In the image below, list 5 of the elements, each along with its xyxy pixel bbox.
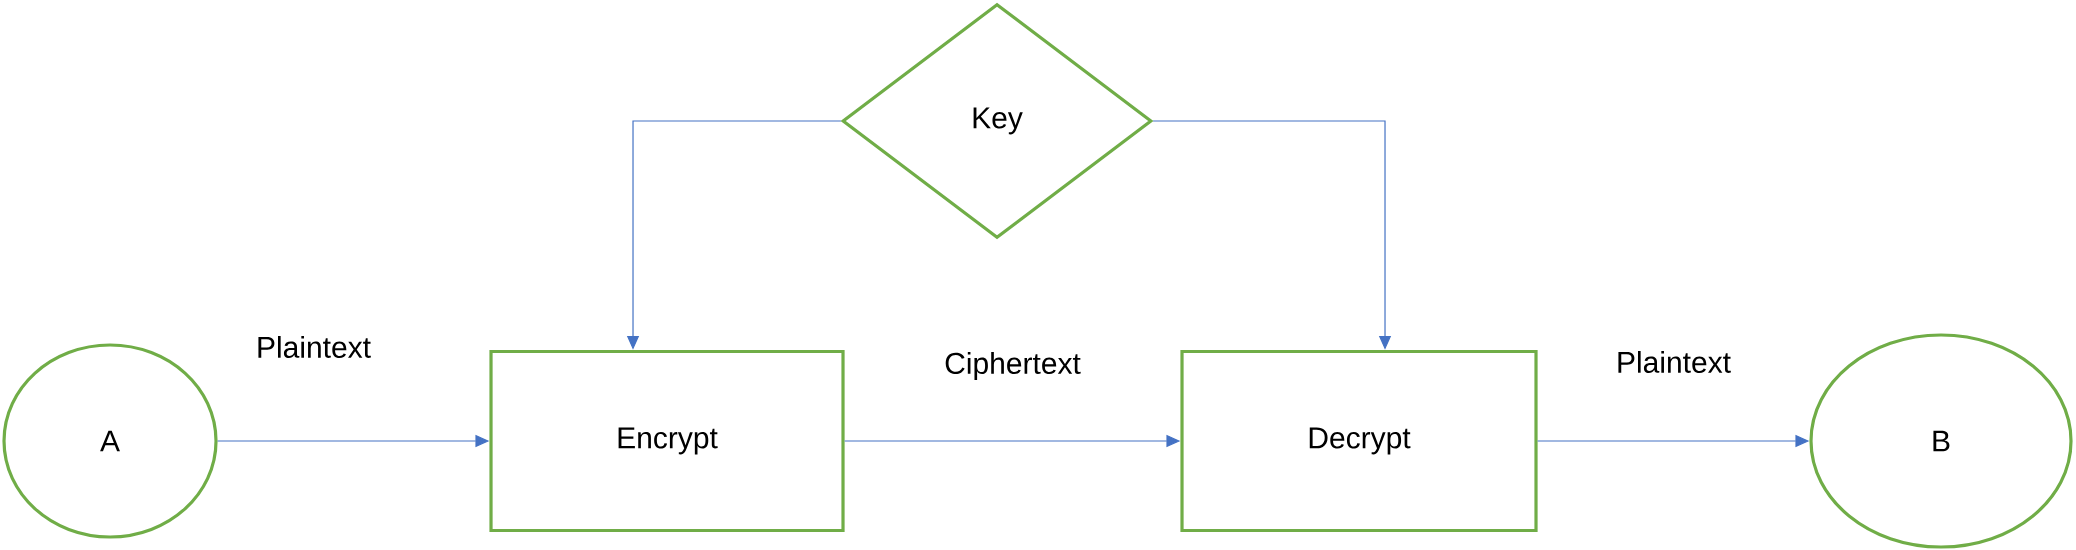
edge-label: Plaintext bbox=[254, 334, 374, 360]
edge-label: Plaintext bbox=[1614, 349, 1734, 375]
process-box: Decrypt bbox=[1180, 349, 1538, 533]
process-box: Encrypt bbox=[489, 349, 845, 533]
edge-label: Ciphertext bbox=[942, 350, 1083, 382]
